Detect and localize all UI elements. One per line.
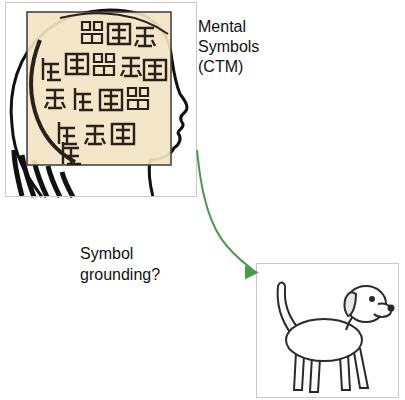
image-panel: [256, 263, 399, 398]
dog-leg: [354, 348, 368, 388]
dog-illustration: [278, 283, 394, 392]
dog-body: [286, 319, 362, 361]
head-outline: [11, 10, 187, 197]
grounding-arrow: [197, 150, 256, 272]
connector-label: Symbol grounding?: [80, 243, 168, 285]
head-panel: Mental Symbols (CTM): [5, 2, 197, 197]
pseudo-glyphs: [43, 22, 166, 164]
panel-heading: Mental Symbols (CTM): [198, 17, 278, 77]
dog-ear: [345, 292, 356, 316]
head-illustration: [11, 10, 187, 197]
dog-nose: [389, 306, 394, 311]
symbol-panel: [27, 12, 171, 165]
dog-eye: [370, 297, 374, 301]
